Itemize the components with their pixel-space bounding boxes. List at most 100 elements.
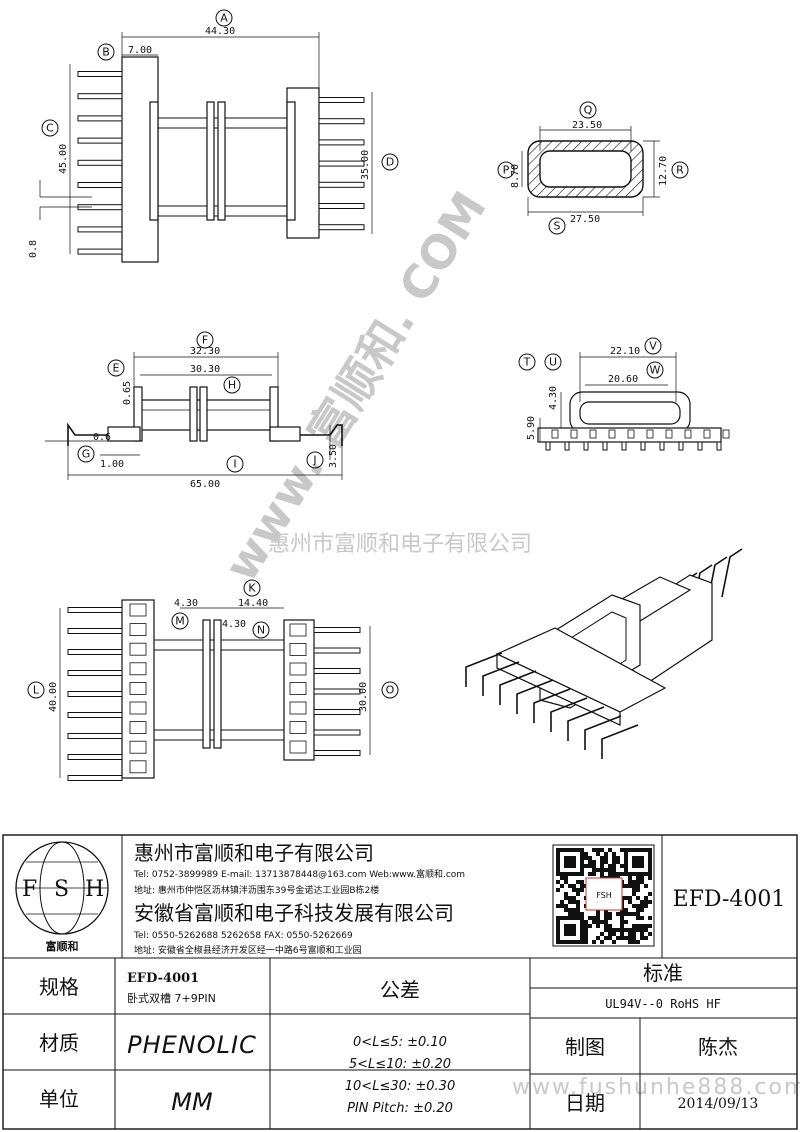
dim-f-value: 32.30 (190, 346, 220, 357)
qr-cell (640, 904, 644, 908)
qr-cell (624, 884, 628, 888)
qr-cell (576, 888, 580, 892)
pin (567, 706, 605, 741)
qr-cell (628, 928, 632, 932)
pin (601, 724, 639, 759)
qr-cell (628, 880, 632, 884)
tolerance-line-3: 10<L≤30: ±0.30 (345, 1079, 455, 1094)
pin-slot (570, 429, 578, 439)
qr-cell (632, 940, 636, 944)
qr-cell (600, 940, 604, 944)
qr-cell (564, 892, 568, 896)
qr-cell (648, 876, 652, 880)
pin-slot (289, 701, 307, 715)
company1-name: 惠州市富顺和电子有限公司 (134, 841, 374, 865)
label-n: N (257, 624, 265, 637)
qr-cell (620, 928, 624, 932)
pin (465, 652, 503, 687)
pin-slot (289, 623, 307, 637)
qr-cell (556, 880, 560, 884)
qr-cell (636, 876, 640, 880)
qr-cell (576, 912, 580, 916)
qr-cell (632, 892, 636, 896)
pin (313, 750, 361, 756)
qr-cell (612, 852, 616, 856)
pin-slot (129, 642, 147, 656)
date-value: 2014/09/13 (678, 1096, 759, 1112)
pin (584, 715, 622, 750)
pin (318, 139, 365, 146)
qr-cell (556, 904, 560, 908)
pin (482, 661, 520, 696)
qr-cell (584, 856, 588, 860)
spec-value: EFD-4001 (127, 971, 199, 986)
logo-letter-s: S (54, 877, 69, 902)
pin (313, 688, 361, 695)
qr-cell (632, 932, 636, 936)
label-b: B (102, 46, 110, 59)
qr-cell (628, 896, 632, 900)
dim-k-value: 14.40 (238, 598, 268, 609)
qr-cell (648, 932, 652, 936)
qr-cell (600, 868, 604, 872)
pin (550, 697, 588, 732)
pin (313, 668, 361, 674)
qr-cell (608, 872, 612, 876)
qr-cell (640, 916, 644, 920)
qr-cell (572, 912, 576, 916)
pin-slot (129, 682, 147, 695)
tolerance-label: 公差 (380, 978, 420, 1002)
pin (77, 71, 123, 77)
qr-cell (564, 876, 568, 880)
label-k: K (248, 582, 256, 595)
dim-p-value: 8.70 (510, 164, 521, 188)
qr-cell (640, 908, 644, 912)
pin (67, 691, 123, 697)
qr-cell (636, 884, 640, 888)
pin (533, 688, 571, 723)
tolerance-line-4: PIN Pitch: ±0.20 (347, 1101, 453, 1116)
dim-l-value: 40.00 (48, 682, 59, 712)
qr-cell (588, 864, 592, 868)
qr-cell (648, 916, 652, 920)
qr-cell (620, 924, 624, 928)
qr-cell (636, 924, 640, 928)
qr-cell (568, 884, 572, 888)
label-f: F (202, 334, 208, 347)
qr-cell (640, 928, 644, 932)
qr-cell (604, 852, 608, 856)
pin (77, 115, 123, 122)
logo-letter-f: F (22, 877, 37, 902)
qr-cell (616, 912, 620, 916)
watermark-center: 惠州市富顺和电子有限公司 (268, 532, 532, 557)
qr-cell (616, 936, 620, 940)
label-r: R (676, 164, 684, 177)
dim-c-value: 45.00 (58, 144, 69, 174)
pin-slot (551, 429, 559, 439)
qr-cell (592, 868, 596, 872)
qr-cell (596, 936, 600, 940)
company2-name: 安徽省富顺和电子科技发展有限公司 (134, 901, 454, 925)
label-e: E (113, 362, 120, 375)
label-s: S (554, 220, 561, 233)
material-label: 材质 (39, 1031, 79, 1055)
qr-cell (644, 924, 648, 928)
qr-cell (572, 908, 576, 912)
qr-cell (600, 860, 604, 864)
qr-cell (628, 876, 632, 880)
pin-slot (289, 662, 307, 676)
qr-cell (620, 872, 624, 876)
company-logo: F S H 富顺和 (15, 841, 109, 953)
pin-slot (129, 623, 147, 636)
pin (67, 733, 123, 739)
pin-slot (608, 429, 616, 439)
pin (313, 647, 361, 654)
pin-slot (722, 429, 730, 439)
qr-cell (612, 864, 616, 868)
spec-desc: 卧式双槽 7+9PIN (127, 992, 216, 1005)
pin-slot (129, 603, 147, 617)
standard-label: 标准 (643, 961, 683, 985)
qr-cell (612, 872, 616, 876)
pin-slot (129, 740, 147, 754)
pin-slot (646, 429, 654, 439)
